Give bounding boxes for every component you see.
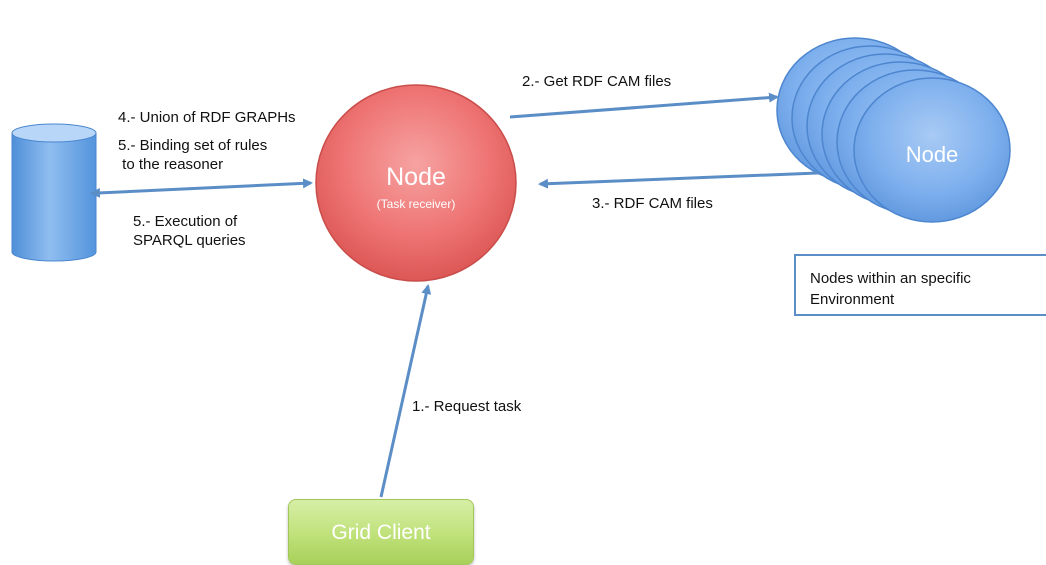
label-execution-1: 5.- Execution of xyxy=(133,213,238,230)
main-node-circle xyxy=(315,84,517,282)
arrow-rdf-files xyxy=(538,171,819,189)
label-binding-1: 5.- Binding set of rules xyxy=(118,137,268,154)
grid-client-label: Grid Client xyxy=(331,521,431,544)
label-binding-2: to the reasoner xyxy=(118,156,224,173)
arrow-request-task xyxy=(379,284,432,498)
label-execution-2: SPARQL queries xyxy=(133,232,246,249)
legend-line-1: Nodes within an specific xyxy=(810,270,971,287)
database-icon xyxy=(11,123,97,262)
remote-node-stack xyxy=(776,37,1011,223)
remote-node-title: Node xyxy=(905,142,959,167)
grid-client-box: Grid Client xyxy=(288,499,474,565)
label-get-rdf: 2.- Get RDF CAM files xyxy=(522,73,672,90)
label-request-task: 1.- Request task xyxy=(412,398,522,415)
arrow-database-link xyxy=(90,178,313,198)
legend-box: Nodes within an specific Environment xyxy=(794,254,1046,316)
arrow-get-rdf xyxy=(509,92,779,119)
main-node-title: Node xyxy=(386,163,446,191)
legend-line-2: Environment xyxy=(810,291,895,308)
main-node-subtitle: (Task receiver) xyxy=(376,197,456,211)
label-rdf-files: 3.- RDF CAM files xyxy=(592,195,713,212)
label-union: 4.- Union of RDF GRAPHs xyxy=(118,109,296,126)
